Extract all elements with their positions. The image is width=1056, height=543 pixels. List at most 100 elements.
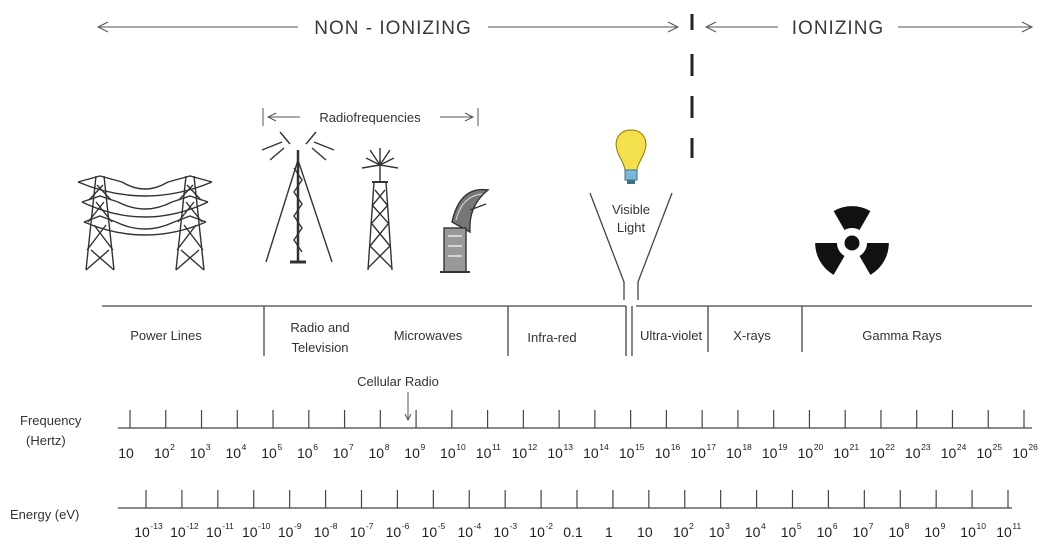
frequency-tick-exponent-16: 17 [707, 442, 717, 452]
frequency-tick-label-12: 10 [547, 445, 563, 461]
frequency-tick-label-13: 10 [583, 445, 599, 461]
energy-tick-exponent-16: 3 [725, 521, 730, 531]
cellular-tower-icon [361, 148, 399, 271]
frequency-tick-label-9: 10 [440, 445, 456, 461]
radio-tower-icon [261, 131, 335, 264]
frequency-axis-label-1: Frequency [20, 413, 82, 428]
frequency-tick-exponent-12: 13 [564, 442, 574, 452]
frequency-tick-exponent-21: 22 [885, 442, 895, 452]
frequency-tick-label-10: 10 [476, 445, 492, 461]
frequency-tick-exponent-25: 26 [1028, 442, 1038, 452]
frequency-tick-exponent-2: 3 [206, 442, 211, 452]
frequency-tick-label-16: 10 [690, 445, 706, 461]
frequency-tick-exponent-23: 24 [957, 442, 967, 452]
energy-tick-label-16: 10 [709, 524, 725, 540]
radiofrequencies-label: Radiofrequencies [319, 110, 421, 125]
frequency-tick-exponent-20: 21 [850, 442, 860, 452]
frequency-tick-label-8: 10 [404, 445, 420, 461]
energy-tick-label-19: 10 [817, 524, 833, 540]
energy-tick-label-13: 1 [605, 524, 613, 540]
energy-tick-exponent-22: 9 [941, 521, 946, 531]
energy-tick-exponent-11: -2 [545, 521, 553, 531]
band-x-rays: X-rays [733, 328, 771, 343]
ionizing-label: IONIZING [792, 18, 884, 39]
frequency-tick-exponent-22: 23 [921, 442, 931, 452]
energy-tick-exponent-24: 11 [1012, 521, 1021, 531]
energy-tick-exponent-7: -6 [402, 521, 410, 531]
frequency-tick-label-6: 10 [333, 445, 349, 461]
frequency-tick-label-15: 10 [655, 445, 671, 461]
frequency-tick-label-23: 10 [941, 445, 957, 461]
frequency-tick-exponent-10: 11 [492, 442, 501, 452]
energy-tick-label-15: 10 [673, 524, 689, 540]
cellular-radio-label: Cellular Radio [357, 374, 439, 389]
energy-tick-exponent-3: -10 [258, 521, 271, 531]
frequency-tick-exponent-18: 19 [778, 442, 788, 452]
frequency-tick-label-14: 10 [619, 445, 635, 461]
ionizing-arrow [704, 21, 1034, 33]
cellular-radio-pointer [404, 392, 412, 422]
band-ultra-violet: Ultra-violet [640, 328, 703, 343]
energy-tick-label-7: 10 [386, 524, 402, 540]
energy-tick-label-21: 10 [888, 524, 904, 540]
energy-tick-label-24: 10 [996, 524, 1012, 540]
frequency-tick-exponent-6: 7 [349, 442, 354, 452]
energy-tick-label-8: 10 [422, 524, 438, 540]
energy-tick-label-23: 10 [960, 524, 976, 540]
frequency-tick-label-17: 10 [726, 445, 742, 461]
energy-tick-exponent-1: -12 [186, 521, 199, 531]
energy-tick-label-4: 10 [278, 524, 294, 540]
energy-tick-label-5: 10 [314, 524, 330, 540]
frequency-tick-exponent-11: 12 [528, 442, 538, 452]
frequency-tick-label-4: 10 [261, 445, 277, 461]
light-bulb-icon [615, 129, 647, 184]
visible-light-label-2: Light [617, 220, 646, 235]
visible-light-funnel [589, 192, 673, 300]
frequency-tick-exponent-3: 4 [242, 442, 247, 452]
energy-axis-label: Energy (eV) [10, 507, 79, 522]
frequency-tick-label-25: 10 [1012, 445, 1028, 461]
frequency-tick-label-18: 10 [762, 445, 778, 461]
energy-tick-exponent-17: 4 [761, 521, 766, 531]
energy-tick-label-1: 10 [170, 524, 186, 540]
energy-tick-label-6: 10 [350, 524, 366, 540]
energy-tick-exponent-0: -13 [150, 521, 163, 531]
energy-tick-label-9: 10 [457, 524, 473, 540]
energy-tick-exponent-5: -8 [330, 521, 338, 531]
band-radio-television-1: Radio and [290, 320, 349, 335]
energy-tick-label-18: 10 [781, 524, 797, 540]
band-radio-television-2: Television [291, 340, 348, 355]
energy-tick-label-3: 10 [242, 524, 258, 540]
energy-tick-label-0: 10 [134, 524, 150, 540]
frequency-tick-label-5: 10 [297, 445, 313, 461]
frequency-tick-label-21: 10 [869, 445, 885, 461]
visible-light-label-1: Visible [612, 202, 650, 217]
energy-tick-label-10: 10 [493, 524, 509, 540]
band-infra-red: Infra-red [527, 330, 576, 345]
radiation-trefoil-icon [815, 206, 889, 275]
energy-tick-exponent-19: 6 [833, 521, 838, 531]
frequency-tick-label-0: 10 [118, 445, 134, 461]
band-gamma-rays: Gamma Rays [862, 328, 942, 343]
band-microwaves: Microwaves [394, 328, 463, 343]
frequency-tick-exponent-15: 16 [671, 442, 681, 452]
energy-tick-exponent-23: 10 [976, 521, 986, 531]
energy-tick-label-11: 10 [529, 524, 545, 540]
band-row-lines [102, 305, 1032, 356]
energy-tick-label-17: 10 [745, 524, 761, 540]
frequency-tick-exponent-7: 8 [385, 442, 390, 452]
frequency-tick-label-2: 10 [190, 445, 206, 461]
frequency-tick-label-1: 10 [154, 445, 170, 461]
energy-tick-exponent-8: -5 [438, 521, 446, 531]
band-power-lines: Power Lines [130, 328, 202, 343]
energy-tick-exponent-9: -4 [474, 521, 482, 531]
energy-tick-exponent-18: 5 [797, 521, 802, 531]
energy-tick-label-20: 10 [853, 524, 869, 540]
frequency-tick-exponent-14: 15 [635, 442, 645, 452]
frequency-axis-label-2: (Hertz) [26, 433, 66, 448]
frequency-tick-exponent-8: 9 [420, 442, 425, 452]
energy-tick-exponent-15: 2 [689, 521, 694, 531]
radiofrequencies-bracket [262, 108, 479, 126]
